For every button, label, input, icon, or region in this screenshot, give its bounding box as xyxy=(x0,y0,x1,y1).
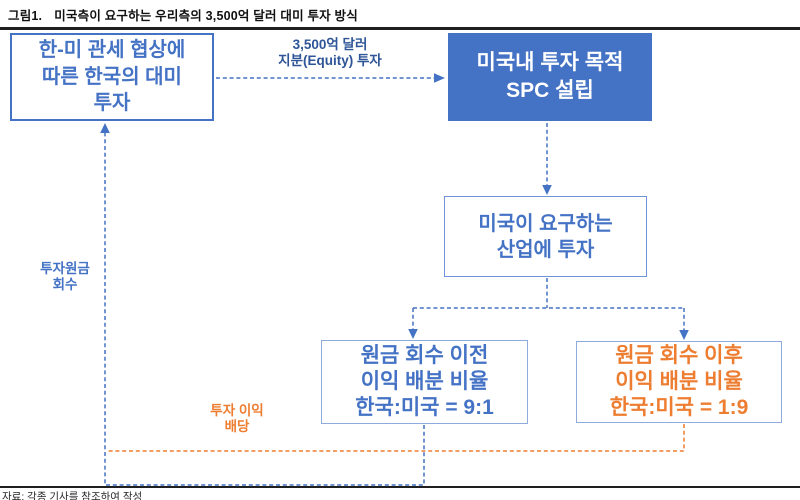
box-before-line: 원금 회수 이전 xyxy=(360,344,489,368)
principal-return-line xyxy=(104,132,425,486)
profit-dividend-label-line: 투자 이익 xyxy=(210,403,264,418)
box-korea-line: 한-미 관세 협상에 xyxy=(38,39,186,62)
principal-return-label-line: 투자원금 xyxy=(40,261,90,276)
dividend-return-line xyxy=(106,424,685,452)
principal-return-label: 투자원금 회수 xyxy=(15,261,115,293)
box-after-ratio-value: 한국:미국 = 1:9 xyxy=(609,395,749,419)
top-divider xyxy=(0,27,800,30)
figure-title-text: 미국측이 요구하는 우리측의 3,500억 달러 대미 투자 방식 xyxy=(54,9,358,23)
equity-flow-label-line: 지분(Equity) 투자 xyxy=(278,53,382,69)
branch-left-arrowhead-icon xyxy=(408,329,418,339)
box-korea-line: 따른 한국의 대미 xyxy=(42,65,182,88)
profit-dividend-label: 투자 이익 배당 xyxy=(187,403,287,435)
box-spc-establishment: 미국내 투자 목적 SPC 설립 xyxy=(448,33,652,121)
equity-flow-label: 3,500억 달러 지분(Equity) 투자 xyxy=(240,37,420,69)
profit-dividend-label-line: 배당 xyxy=(224,419,250,435)
box-before-line: 이익 배분 비율 xyxy=(360,370,489,394)
figure-title: 그림1. 미국측이 요구하는 우리측의 3,500억 달러 대미 투자 방식 xyxy=(8,5,768,24)
equity-flow-label-line: 3,500억 달러 xyxy=(292,37,368,52)
box-korea-investment: 한-미 관세 협상에 따른 한국의 대미 투자 xyxy=(10,33,214,121)
box-industry-line: 산업에 투자 xyxy=(496,238,595,261)
box-before-ratio-value: 한국:미국 = 9:1 xyxy=(355,395,494,419)
box-spc-line: SPC 설립 xyxy=(506,79,594,102)
box-industry-line: 미국이 요구하는 xyxy=(478,212,613,235)
box-after-line: 원금 회수 이후 xyxy=(615,344,743,368)
box-spc-line: 미국내 투자 목적 xyxy=(476,50,624,74)
principal-return-label-line: 회수 xyxy=(52,277,78,293)
box-industry-investment: 미국이 요구하는 산업에 투자 xyxy=(444,196,647,277)
box-after-line: 이익 배분 비율 xyxy=(615,370,743,394)
source-note: 자료: 각종 기사를 참조하여 작성 xyxy=(2,491,143,500)
box-ratio-after-recovery: 원금 회수 이후 이익 배분 비율 한국:미국 = 1:9 xyxy=(576,341,782,423)
bottom-divider xyxy=(0,486,800,488)
principal-return-arrowhead-icon xyxy=(100,123,110,133)
branch-right-arrowhead-icon xyxy=(679,330,689,340)
spc-to-industry-arrowhead-icon xyxy=(542,185,552,195)
equity-arrowhead-icon xyxy=(434,73,445,83)
box-korea-line: 투자 xyxy=(93,92,131,115)
box-ratio-before-recovery: 원금 회수 이전 이익 배분 비율 한국:미국 = 9:1 xyxy=(321,340,528,424)
figure-number: 그림1. xyxy=(8,9,43,23)
